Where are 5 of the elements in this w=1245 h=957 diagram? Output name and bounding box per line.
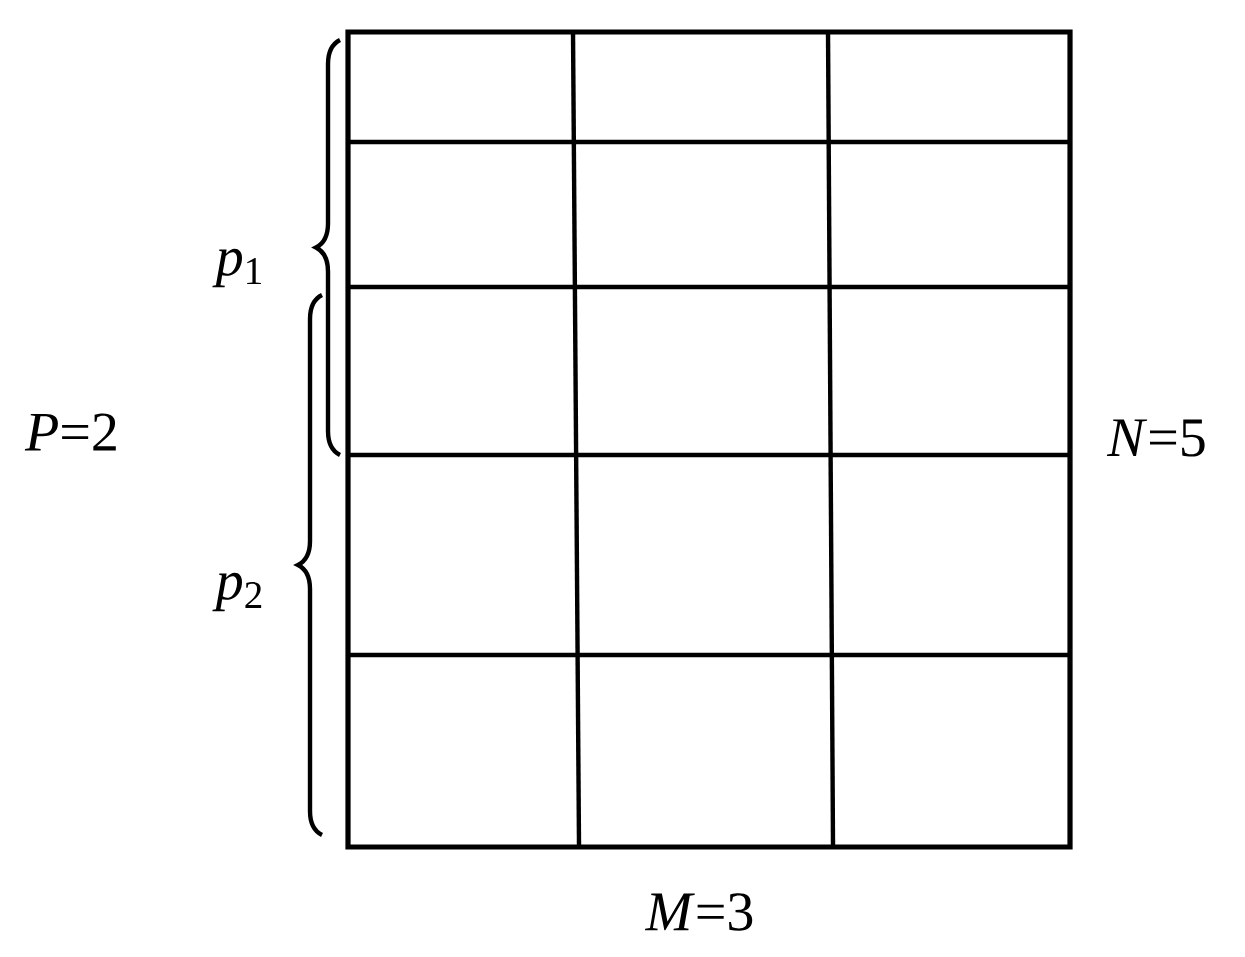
math-label: M=3 — [644, 893, 753, 931]
math-label: p$_{1}$ — [212, 248, 261, 288]
math-label: P=2 — [24, 413, 116, 451]
math-label: p$_{2}$ — [212, 572, 262, 612]
math-label: N=5 — [1106, 419, 1205, 457]
